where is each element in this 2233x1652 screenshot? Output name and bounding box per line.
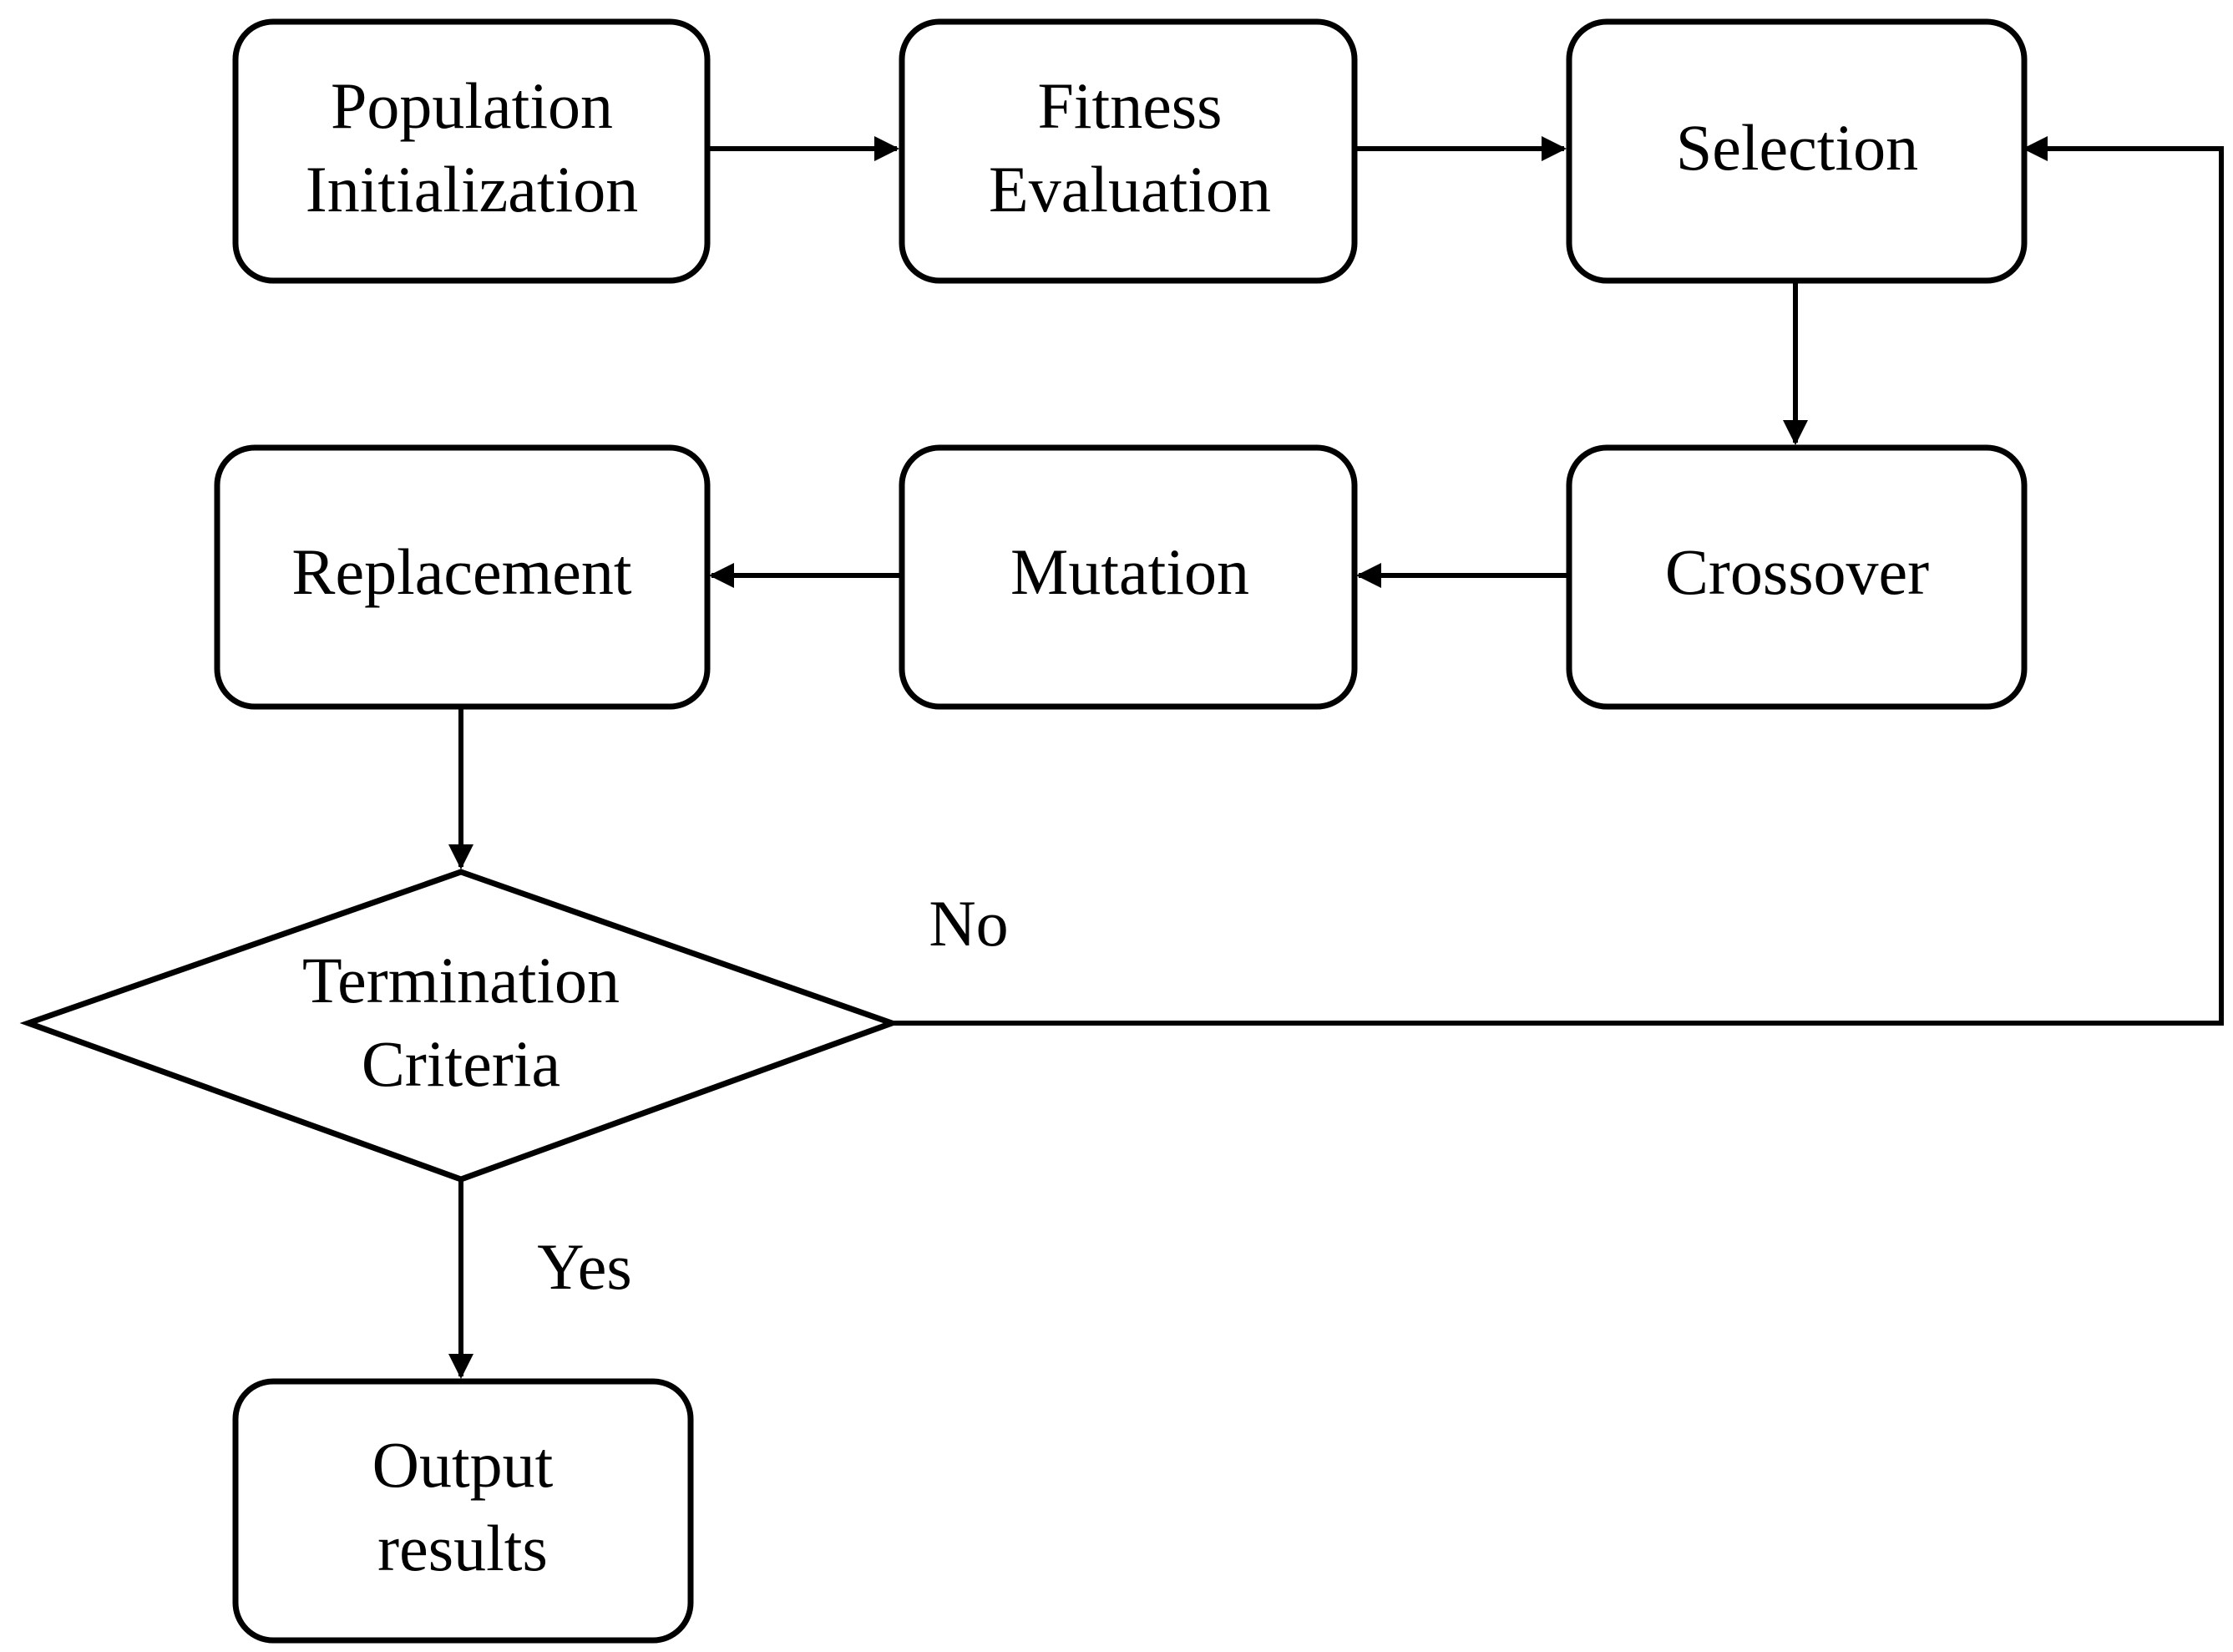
node-fitness-evaluation: Fitness Evaluation <box>899 18 1358 284</box>
node-replacement: Replacement <box>214 444 711 710</box>
edge-label-yes: Yes <box>537 1230 632 1303</box>
selection-label: Selection <box>1676 111 1918 184</box>
fitness-evaluation-line1: Fitness <box>1037 69 1222 142</box>
node-output-results: Output results <box>232 1378 694 1644</box>
termination-criteria-line1: Termination <box>302 944 620 1016</box>
mutation-label: Mutation <box>1010 535 1249 608</box>
edges <box>448 136 2224 1379</box>
crossover-label: Crossover <box>1665 535 1929 608</box>
node-termination-criteria: Termination Criteria <box>19 869 901 1183</box>
population-initialization-line1: Population <box>331 69 613 142</box>
node-mutation: Mutation <box>899 444 1358 710</box>
node-crossover: Crossover <box>1566 444 2028 710</box>
edge-termination-no-to-selection <box>892 136 2224 1026</box>
output-results-line1: Output <box>372 1428 554 1501</box>
termination-criteria-line2: Criteria <box>362 1027 560 1100</box>
population-initialization-line2: Initialization <box>306 153 639 226</box>
fitness-evaluation-line2: Evaluation <box>989 153 1271 226</box>
replacement-label: Replacement <box>291 535 631 608</box>
edge-label-no: No <box>929 887 1008 960</box>
output-results-line2: results <box>377 1512 548 1584</box>
node-selection: Selection <box>1566 18 2028 284</box>
node-population-initialization: Population Initialization <box>232 18 711 284</box>
